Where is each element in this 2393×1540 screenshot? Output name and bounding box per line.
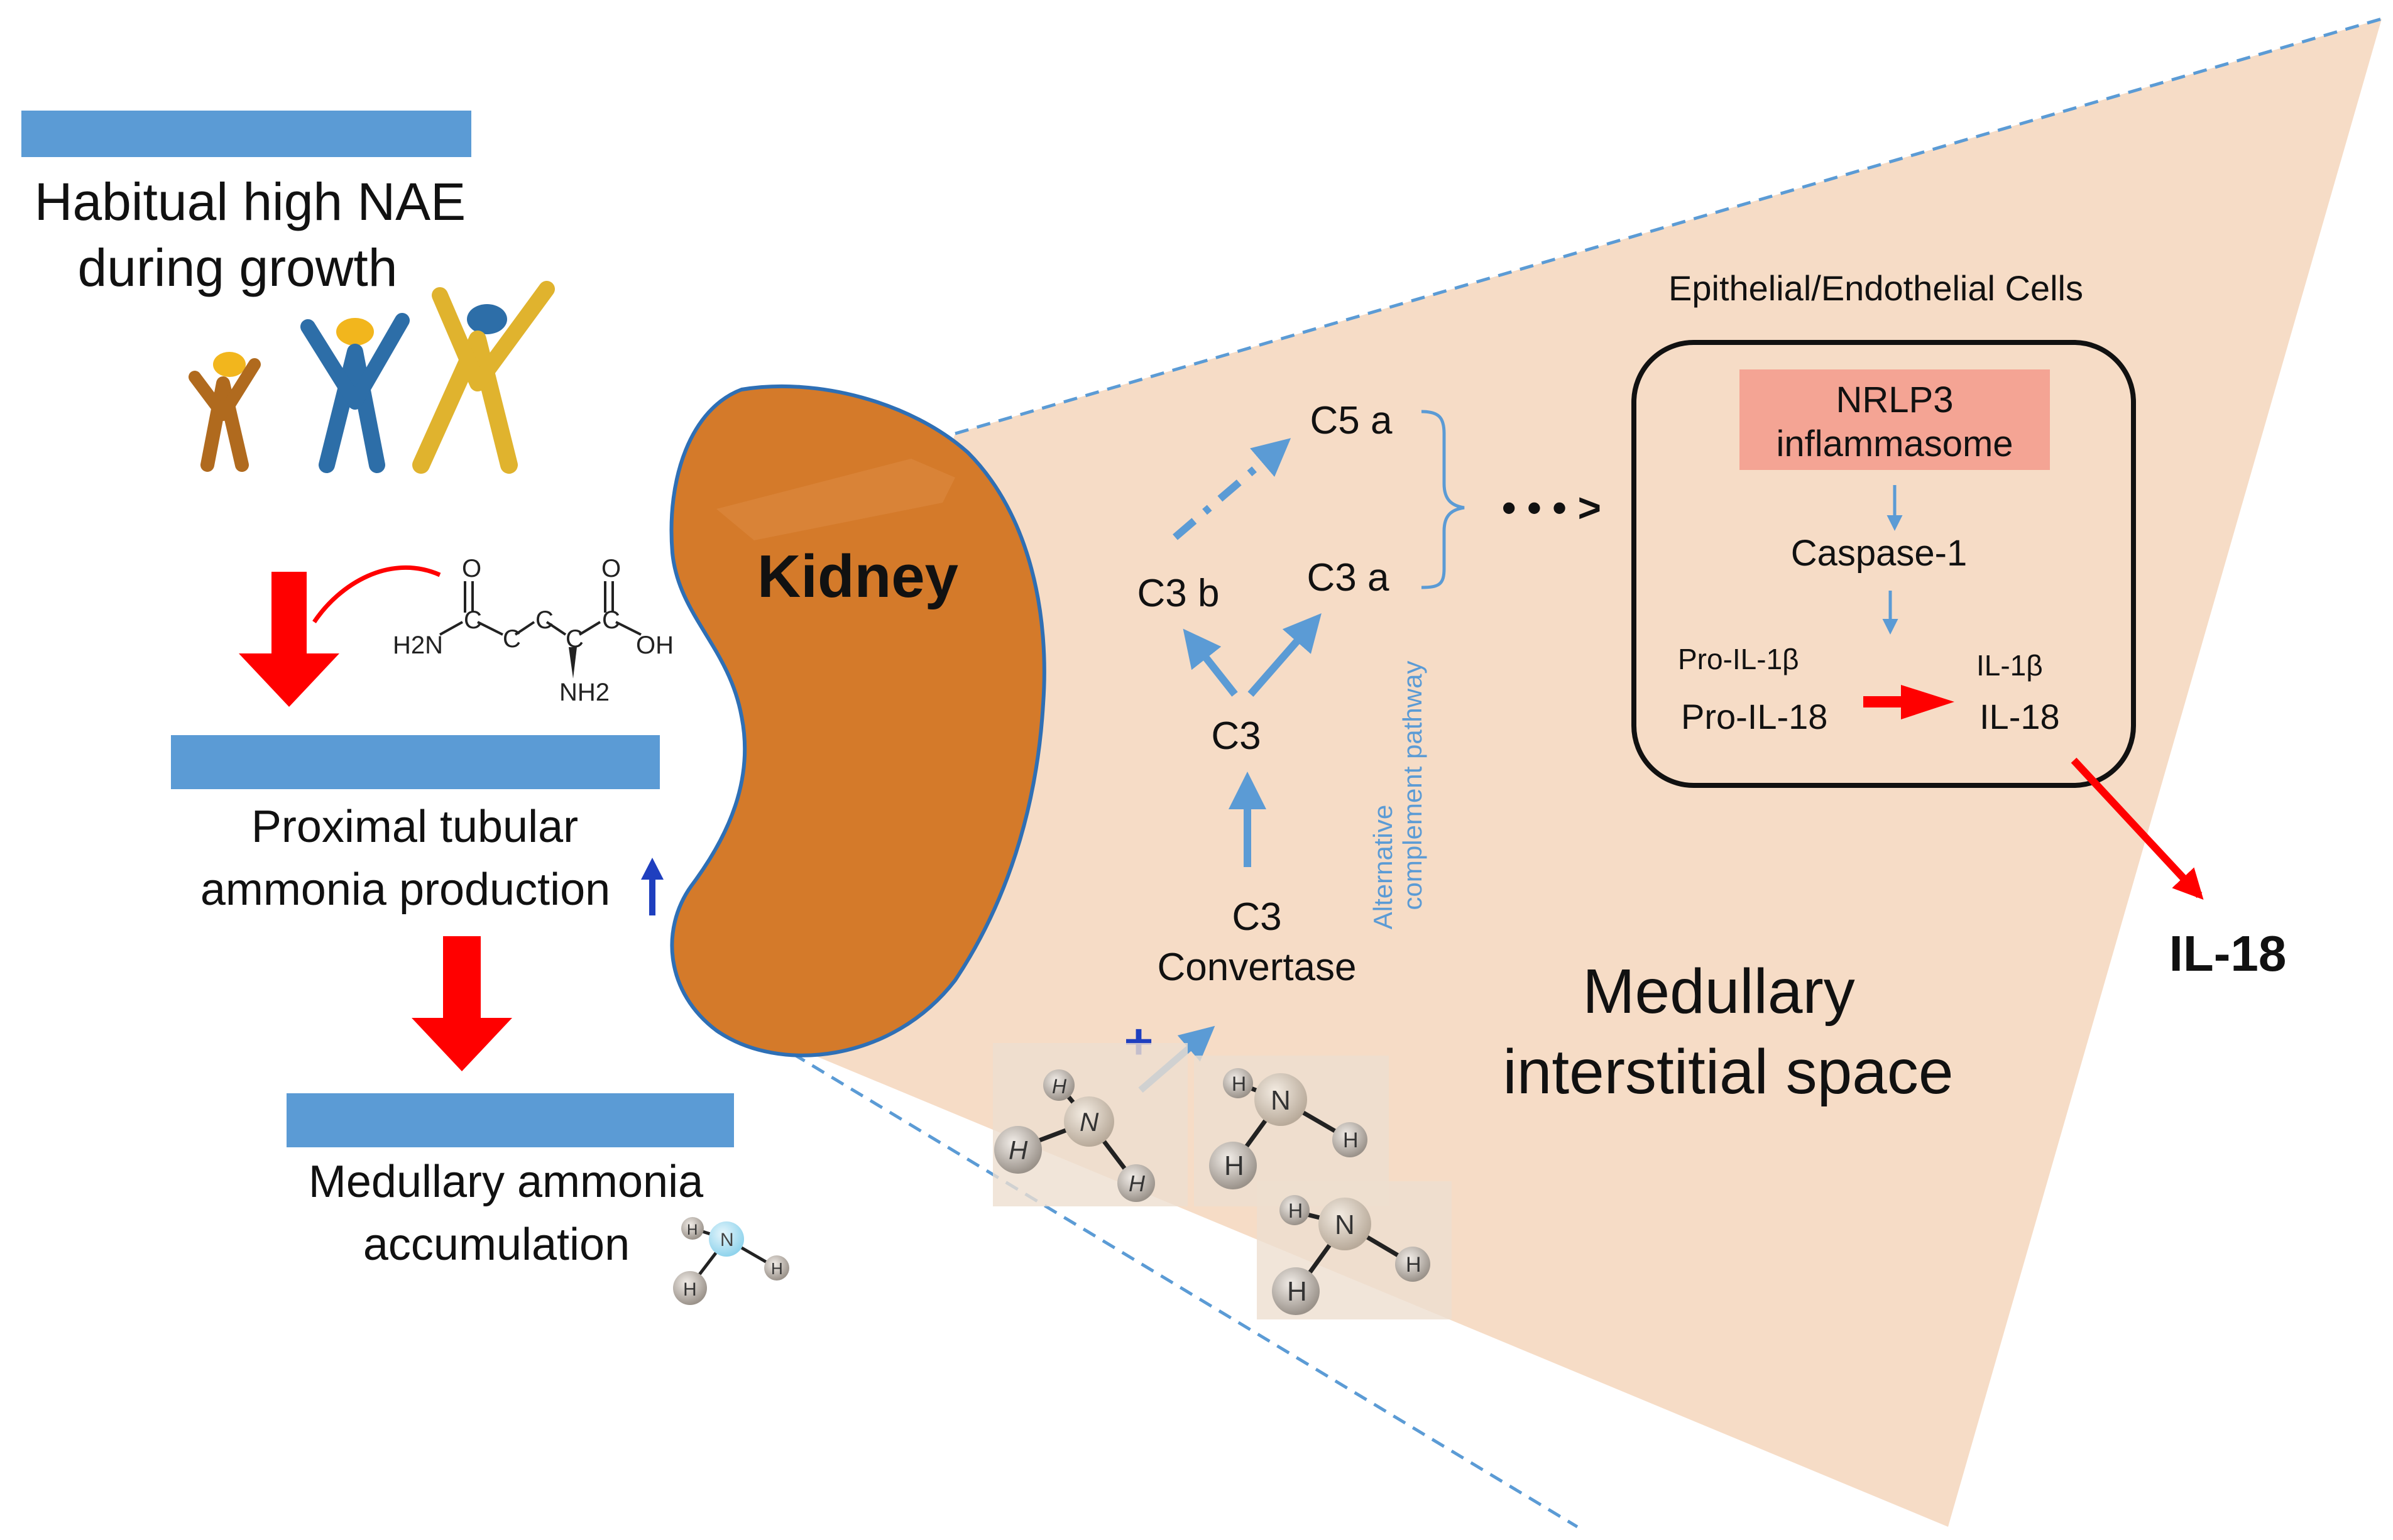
c5a-c3a-brace xyxy=(1421,410,1465,589)
step3-bar xyxy=(287,1093,734,1147)
il1b-label: IL-1β xyxy=(1976,649,2043,682)
ammonia-2-h2: H xyxy=(1224,1150,1244,1181)
ammonia-1-h3: H xyxy=(1129,1171,1146,1196)
caspase-label: Caspase-1 xyxy=(1791,533,1967,574)
step1-label-line2: during growth xyxy=(78,238,398,297)
ammonia-small-h1: H xyxy=(687,1221,698,1238)
glutamine-c2: C xyxy=(503,625,521,653)
ellipsis-arrow: • • • > xyxy=(1502,485,1601,530)
step2-bar xyxy=(171,735,660,789)
kidney-highlight xyxy=(716,459,955,540)
il18-label: IL-18 xyxy=(1980,697,2060,736)
ammonia-small-n: N xyxy=(720,1230,734,1250)
ammonia-small-h2: H xyxy=(683,1279,697,1300)
kidney-shape xyxy=(669,384,1046,1057)
glutamine-labels: O O H2N C C C C C OH NH2 xyxy=(393,555,674,706)
inflammasome-box xyxy=(1739,369,2050,470)
glutamine-curve-arrow xyxy=(312,565,441,623)
glutamine-c1: C xyxy=(464,606,482,634)
arrow-c3-to-c3a xyxy=(1247,613,1322,697)
step2-label-line1: Proximal tubular xyxy=(251,802,578,852)
glutamine-c5: C xyxy=(602,606,620,634)
ammonia-molecule-3-icon: N H H H xyxy=(1257,1181,1452,1319)
glutamine-structure xyxy=(439,581,642,679)
glutamine-o2: O xyxy=(601,555,621,582)
ammonia-small-h3: H xyxy=(771,1259,783,1278)
glutamine-h2n: H2N xyxy=(393,631,443,659)
alternative-pathway-line1: Alternative xyxy=(1368,805,1398,929)
alternative-pathway-line2: complement pathway xyxy=(1398,661,1427,910)
ammonia-1-h1: H xyxy=(1052,1075,1067,1098)
c5a-label: C5 a xyxy=(1310,399,1393,442)
child-small-icon xyxy=(189,352,261,472)
ammonia-molecule-1-icon: N H H H xyxy=(993,1043,1188,1206)
step3-label-line1: Medullary ammonia xyxy=(309,1157,704,1207)
ammonia-2-h3: H xyxy=(1343,1128,1359,1152)
inflammasome-line1: NRLP3 xyxy=(1836,380,1954,420)
c3a-label: C3 a xyxy=(1307,556,1389,599)
space-label-line2: interstitial space xyxy=(1503,1037,1954,1107)
cell-box xyxy=(1631,340,2136,788)
glutamine-oh: OH xyxy=(636,631,674,659)
arrow-c3b-to-c5a-dashed xyxy=(1173,438,1291,540)
ammonia-3-h1: H xyxy=(1288,1199,1303,1222)
ammonia-3-h3: H xyxy=(1406,1253,1421,1277)
c3-convertase-line2: Convertase xyxy=(1157,946,1356,989)
kidney-label: Kidney xyxy=(757,543,958,610)
glutamine-c3: C xyxy=(535,606,554,634)
step1-label-line1: Habitual high NAE xyxy=(35,172,466,231)
ammonia-2-h1: H xyxy=(1232,1073,1246,1095)
il18-output-label: IL-18 xyxy=(2169,926,2287,981)
increase-up-arrow-icon xyxy=(641,858,664,915)
processing-red-arrow xyxy=(1863,685,1954,719)
red-down-arrow-1 xyxy=(239,572,339,707)
il18-release-arrow xyxy=(2071,757,2204,900)
ammonia-3-h2: H xyxy=(1287,1276,1307,1307)
arrow-c3-to-c3b xyxy=(1183,628,1238,697)
glutamine-o1: O xyxy=(462,555,481,582)
pro-il1b-label: Pro-IL-1β xyxy=(1678,643,1799,675)
inflammasome-line2: inflammasome xyxy=(1776,423,2013,464)
space-label-line1: Medullary xyxy=(1582,956,1855,1027)
ammonia-molecule-small-icon: N H H H xyxy=(673,1217,789,1305)
step1-bar xyxy=(21,111,471,157)
child-tall-icon xyxy=(412,281,555,474)
pro-il18-label: Pro-IL-18 xyxy=(1681,697,1827,736)
ammonia-2-n: N xyxy=(1271,1085,1291,1116)
child-medium-icon xyxy=(300,313,410,473)
wedge-bottom-edge xyxy=(753,1029,1579,1529)
cell-box-title: Epithelial/Endothelial Cells xyxy=(1668,268,2083,308)
c3-convertase-line1: C3 xyxy=(1232,895,1281,939)
ammonia-1-h2: H xyxy=(1009,1135,1028,1165)
children-figures-icon xyxy=(189,281,555,474)
glutamine-c4: C xyxy=(566,625,584,653)
step2-label-line2: ammonia production xyxy=(200,865,610,915)
ammonia-1-n: N xyxy=(1080,1107,1099,1137)
c3-label: C3 xyxy=(1211,714,1261,758)
c3b-label: C3 b xyxy=(1137,572,1220,615)
glutamine-nh2: NH2 xyxy=(559,679,610,706)
red-down-arrow-2 xyxy=(412,936,512,1071)
step3-label-line2: accumulation xyxy=(363,1220,630,1270)
ammonia-3-n: N xyxy=(1335,1210,1355,1240)
